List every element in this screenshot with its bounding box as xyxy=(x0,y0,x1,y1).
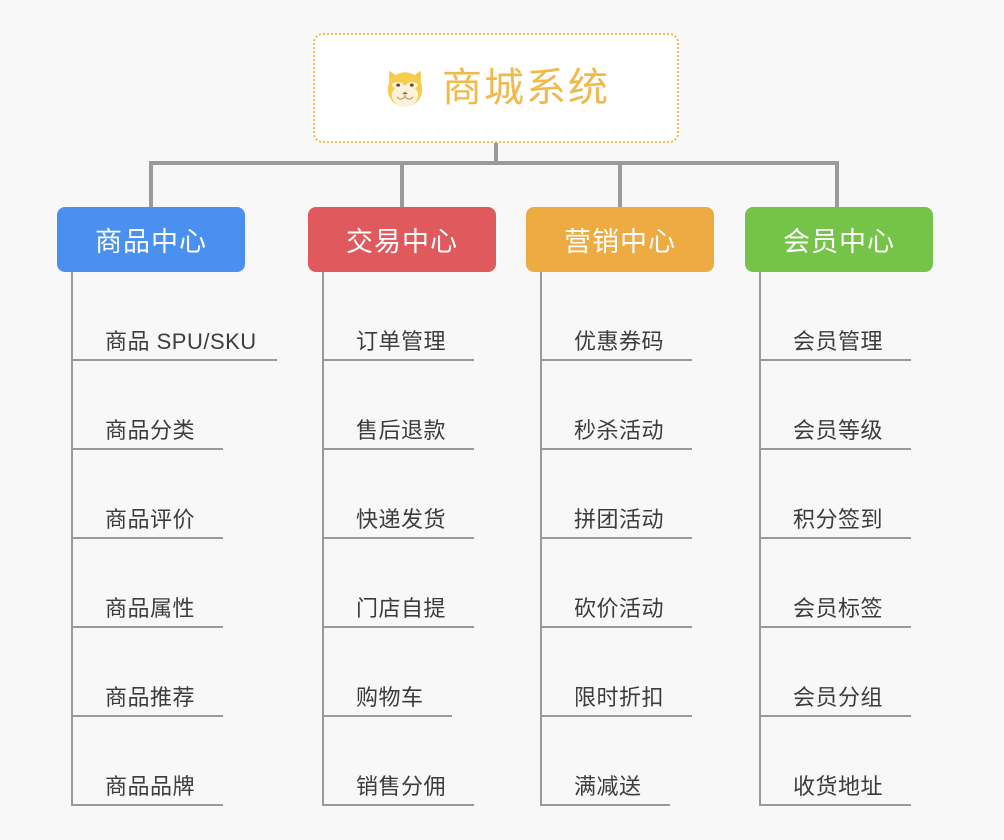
leaf-item[interactable]: 砍价活动 xyxy=(526,539,816,628)
shiba-dog-face-icon xyxy=(387,70,423,107)
branch-header-product[interactable]: 商品中心 xyxy=(57,207,245,272)
leaf-label: 门店自提 xyxy=(356,596,447,621)
leaf-item[interactable]: 积分签到 xyxy=(745,450,1004,539)
leaf-rule xyxy=(540,448,692,450)
branch-stem xyxy=(540,272,542,806)
leaf-rule xyxy=(71,626,223,628)
leaf-rule xyxy=(759,359,911,361)
leaf-rule xyxy=(71,804,223,806)
leaf-rule xyxy=(322,626,474,628)
leaf-item[interactable]: 商品品牌 xyxy=(57,717,347,806)
branch-header-marketing[interactable]: 营销中心 xyxy=(526,207,714,272)
leaf-label: 商品评价 xyxy=(105,507,196,532)
root-title: 商城系统 xyxy=(442,66,610,110)
leaf-item[interactable]: 购物车 xyxy=(308,628,598,717)
branch-items-product: 商品 SPU/SKU 商品分类 商品评价 商品属性 商品推荐 商品品牌 xyxy=(57,272,347,806)
leaf-item[interactable]: 商品推荐 xyxy=(57,628,347,717)
leaf-label: 满减送 xyxy=(574,774,642,799)
branch-items-member: 会员管理 会员等级 积分签到 会员标签 会员分组 收货地址 xyxy=(745,272,1004,806)
leaf-item[interactable]: 商品属性 xyxy=(57,539,347,628)
leaf-label: 快递发货 xyxy=(356,507,447,532)
leaf-label: 购物车 xyxy=(356,685,424,710)
branch-stem xyxy=(759,272,761,806)
leaf-label: 销售分佣 xyxy=(356,774,447,799)
leaf-label: 商品品牌 xyxy=(105,774,196,799)
leaf-rule xyxy=(71,359,277,361)
leaf-rule xyxy=(322,804,474,806)
branch-column-marketing: 营销中心 优惠券码 秒杀活动 拼团活动 砍价活动 限时折扣 xyxy=(526,207,816,806)
leaf-item[interactable]: 限时折扣 xyxy=(526,628,816,717)
branch-header-trade[interactable]: 交易中心 xyxy=(308,207,496,272)
leaf-label: 优惠券码 xyxy=(574,329,665,354)
leaf-item[interactable]: 满减送 xyxy=(526,717,816,806)
leaf-item[interactable]: 商品评价 xyxy=(57,450,347,539)
leaf-rule xyxy=(540,804,670,806)
leaf-rule xyxy=(759,804,911,806)
leaf-rule xyxy=(71,537,223,539)
leaf-label: 会员标签 xyxy=(793,596,884,621)
leaf-rule xyxy=(759,626,911,628)
leaf-label: 收货地址 xyxy=(793,774,884,799)
leaf-label: 秒杀活动 xyxy=(574,418,665,443)
branch-column-member: 会员中心 会员管理 会员等级 积分签到 会员标签 会员分组 xyxy=(745,207,1004,806)
leaf-rule xyxy=(322,537,474,539)
leaf-label: 商品属性 xyxy=(105,596,196,621)
leaf-item[interactable]: 销售分佣 xyxy=(308,717,598,806)
branch-column-product: 商品中心 商品 SPU/SKU 商品分类 商品评价 商品属性 商品推荐 xyxy=(57,207,347,806)
leaf-item[interactable]: 优惠券码 xyxy=(526,272,816,361)
leaf-rule xyxy=(759,715,911,717)
leaf-rule xyxy=(322,448,474,450)
leaf-label: 售后退款 xyxy=(356,418,447,443)
leaf-rule xyxy=(759,537,911,539)
leaf-label: 会员等级 xyxy=(793,418,884,443)
leaf-rule xyxy=(71,715,223,717)
branch-items-trade: 订单管理 售后退款 快递发货 门店自提 购物车 销售分佣 xyxy=(308,272,598,806)
leaf-label: 拼团活动 xyxy=(574,507,665,532)
leaf-item[interactable]: 拼团活动 xyxy=(526,450,816,539)
leaf-label: 订单管理 xyxy=(356,329,447,354)
leaf-item[interactable]: 会员等级 xyxy=(745,361,1004,450)
leaf-rule xyxy=(759,448,911,450)
leaf-item[interactable]: 售后退款 xyxy=(308,361,598,450)
branch-header-member[interactable]: 会员中心 xyxy=(745,207,933,272)
leaf-label: 限时折扣 xyxy=(574,685,665,710)
leaf-rule xyxy=(540,715,692,717)
leaf-item[interactable]: 门店自提 xyxy=(308,539,598,628)
leaf-rule xyxy=(540,626,692,628)
leaf-item[interactable]: 快递发货 xyxy=(308,450,598,539)
branch-header-label: 商品中心 xyxy=(95,227,207,257)
leaf-rule xyxy=(322,715,452,717)
branch-column-trade: 交易中心 订单管理 售后退款 快递发货 门店自提 购物车 xyxy=(308,207,598,806)
branch-header-label: 交易中心 xyxy=(346,227,458,257)
leaf-rule xyxy=(322,359,474,361)
leaf-rule xyxy=(540,537,692,539)
leaf-label: 商品推荐 xyxy=(105,685,196,710)
branch-header-label: 会员中心 xyxy=(783,227,895,257)
leaf-item[interactable]: 秒杀活动 xyxy=(526,361,816,450)
leaf-label: 会员管理 xyxy=(793,329,884,354)
leaf-rule xyxy=(71,448,223,450)
branch-stem xyxy=(71,272,73,806)
leaf-item[interactable]: 商品分类 xyxy=(57,361,347,450)
root-node[interactable]: 商城系统 xyxy=(313,33,679,143)
leaf-label: 会员分组 xyxy=(793,685,884,710)
leaf-item[interactable]: 订单管理 xyxy=(308,272,598,361)
leaf-rule xyxy=(540,359,692,361)
leaf-label: 砍价活动 xyxy=(574,596,665,621)
branch-header-label: 营销中心 xyxy=(564,227,676,257)
leaf-item[interactable]: 会员标签 xyxy=(745,539,1004,628)
leaf-label: 商品 SPU/SKU xyxy=(105,329,257,354)
leaf-label: 积分签到 xyxy=(793,507,884,532)
leaf-item[interactable]: 会员管理 xyxy=(745,272,1004,361)
leaf-item[interactable]: 收货地址 xyxy=(745,717,1004,806)
leaf-label: 商品分类 xyxy=(105,418,196,443)
leaf-item[interactable]: 商品 SPU/SKU xyxy=(57,272,347,361)
leaf-item[interactable]: 会员分组 xyxy=(745,628,1004,717)
branch-stem xyxy=(322,272,324,806)
branch-items-marketing: 优惠券码 秒杀活动 拼团活动 砍价活动 限时折扣 满减送 xyxy=(526,272,816,806)
